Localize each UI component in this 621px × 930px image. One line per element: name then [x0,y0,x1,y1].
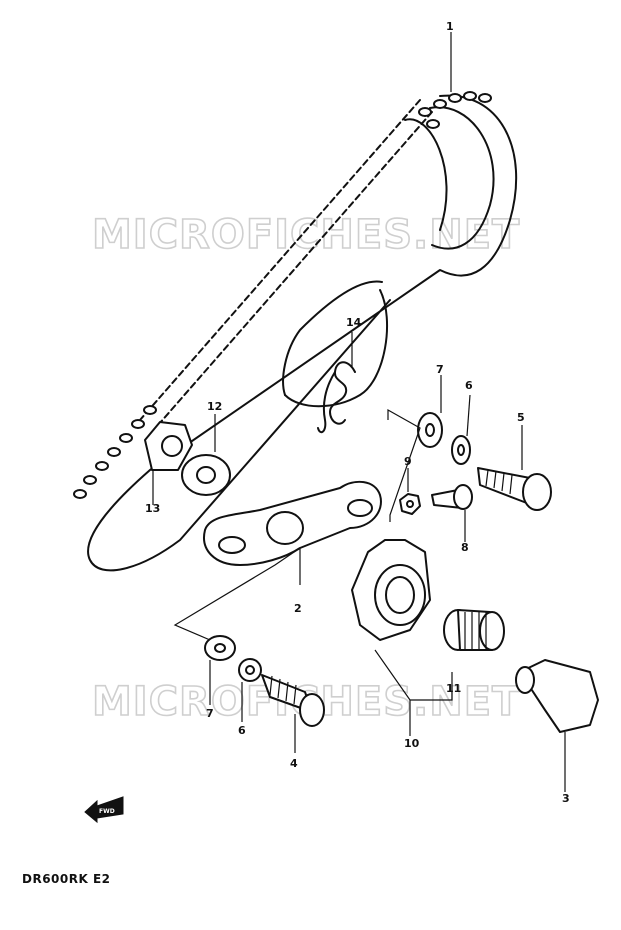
fwd-arrow-icon: FWD [84,796,124,824]
bearing-part-11 [443,609,505,651]
washer-part-12 [181,454,231,496]
callout-10: 10 [404,737,420,750]
callout-8: 8 [461,541,469,554]
callout-labels: 1 2 3 4 5 6 7 8 9 10 11 12 13 14 7 6 [145,20,570,805]
bolt-part-5 [477,467,552,511]
spring-part-14 [317,361,356,434]
callout-13: 13 [145,502,160,515]
shaft-part-3 [515,659,599,733]
nut-part-13 [144,421,193,471]
roller-part-10 [351,539,431,641]
nut-part-9 [399,493,421,515]
callout-3: 3 [562,792,570,805]
callout-2: 2 [294,602,302,615]
callout-6-top: 6 [465,379,473,392]
callout-1: 1 [446,20,454,33]
bolt-part-8 [431,484,473,510]
callout-12: 12 [207,400,222,413]
callout-4: 4 [290,757,298,770]
callout-14: 14 [346,316,362,329]
washer-part-7-bottom [204,635,236,661]
callout-7-bottom: 7 [206,707,214,720]
callout-9: 9 [404,455,412,468]
fwd-label: FWD [99,808,115,815]
model-code: DR600RK E2 [22,872,111,886]
bolt-part-4 [261,674,325,727]
washer-part-6-top [451,435,471,465]
tensioner-arm-part-2 [203,480,382,566]
callout-7-top: 7 [436,363,444,376]
callout-11: 11 [446,682,461,695]
washer-part-7-top [417,412,443,448]
callout-6-bottom: 6 [238,724,246,737]
chain-part-1 [73,91,518,572]
washer-part-6-bottom [238,658,262,682]
leader-lines [152,32,566,792]
callout-5: 5 [517,411,525,424]
watermark-top: MICROFICHES.NET [92,212,520,258]
